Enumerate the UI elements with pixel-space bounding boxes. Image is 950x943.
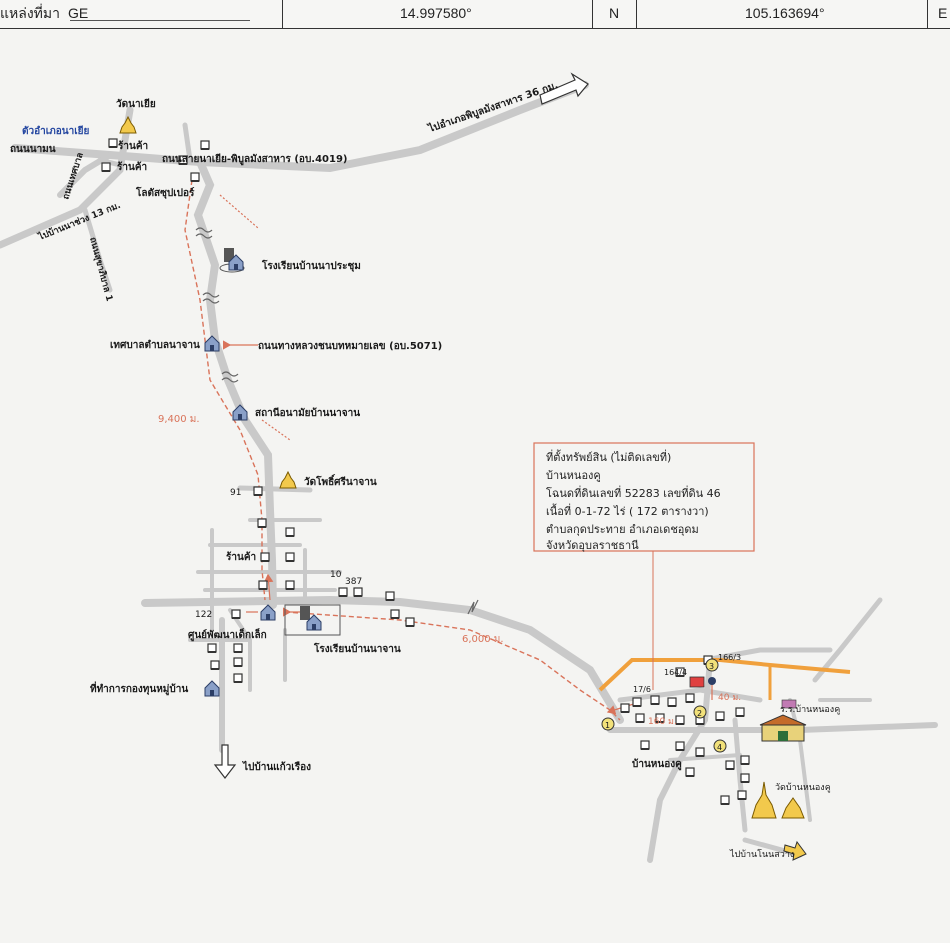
- label-shop-1: ร้านค้า: [118, 140, 148, 152]
- info-line-5: ตำบลกุดประทาย อำเภอเดชอุดม: [546, 523, 699, 536]
- marker-3: 3: [709, 662, 714, 671]
- label-wat-na-yia: วัดนาเยีย: [116, 98, 156, 110]
- location-pin-icon: [708, 677, 716, 685]
- label-num-387: 387: [345, 577, 362, 587]
- label-wat-nong-ku: วัดบ้านหนองคู: [775, 782, 831, 793]
- label-num-10: 10: [330, 570, 342, 580]
- label-village-fund: ที่ทำการกองทุนหมู่บ้าน: [90, 681, 188, 696]
- arrow-to-phibun-icon: [539, 72, 589, 105]
- property-marker-icon: [689, 676, 705, 688]
- school-na-chan-icon: [284, 604, 341, 636]
- marker-2: 2: [697, 709, 702, 718]
- label-child-center: ศูนย์พัฒนาเด็กเล็ก: [188, 627, 267, 642]
- label-num-122: 122: [195, 610, 212, 620]
- temple-icon: [119, 116, 137, 134]
- label-lotus: โลตัสซุปเปอร์: [135, 186, 195, 199]
- numbered-markers: 1 2 3 4: [601, 658, 727, 753]
- info-line-3: โฉนดที่ดินเลขที่ 52283 เลขที่ดิน 46: [546, 485, 721, 500]
- latitude-direction: N: [609, 5, 620, 21]
- health-station-icon: [232, 404, 248, 421]
- temple-nong-ku-icon: [751, 781, 805, 819]
- label-thanon-na-mon: ถนนนามน: [10, 144, 56, 155]
- label-dist-160: 160 ม.: [648, 717, 677, 727]
- arrow-to-non-sawang-icon: [783, 840, 807, 861]
- header-divider: [636, 0, 637, 28]
- label-school-na-prachum: โรงเรียนบ้านนาประชุม: [261, 259, 361, 272]
- school-nong-ku-icon: [759, 699, 807, 742]
- info-line-2: บ้านหนองคู: [546, 469, 601, 482]
- source-underline: [70, 20, 250, 21]
- label-road-5071: ถนนทางหลวงชนบทหมายเลข (อบ.5071): [258, 341, 442, 352]
- label-dist-40: 40 ม.: [718, 693, 741, 703]
- label-road-left-2: ถนนสุขาภิบาล 1: [87, 236, 115, 303]
- header-divider: [927, 0, 928, 28]
- label-school-na-chan: โรงเรียนบ้านนาจาน: [313, 642, 401, 655]
- village-fund-icon: [204, 680, 220, 697]
- label-shop-2: ร้านค้า: [117, 161, 147, 173]
- source-label: แหล่งที่มา: [0, 5, 60, 21]
- label-to-non-sawang: ไปบ้านโนนสว่าง: [729, 849, 794, 860]
- label-dist-9400: 9,400 ม.: [158, 414, 200, 425]
- property-boundary: [598, 658, 851, 692]
- label-school-nong-ku: ร.ร.บ้านหนองคู: [780, 704, 840, 715]
- label-to-kaeo-rueang: ไปบ้านแก้วเรือง: [242, 760, 311, 773]
- label-num-164-4: 164/4: [664, 668, 687, 677]
- source-value: GE: [68, 5, 89, 21]
- header-bar: แหล่งที่มา GE 14.997580° N 105.163694° E: [0, 0, 950, 29]
- temple-icon: [279, 471, 297, 489]
- label-dist-6000: 6,000 ม.: [462, 634, 504, 645]
- label-num-17-6: 17/6: [633, 685, 651, 694]
- label-amphoe-na-yia: ตัวอำเภอนาเยีย: [22, 125, 89, 137]
- label-wat-pho-si: วัดโพธิ์ศรีนาจาน: [304, 474, 377, 488]
- school-icon: [219, 248, 245, 273]
- longitude-value: 105.163694°: [745, 5, 825, 21]
- latitude-value: 14.997580°: [400, 5, 472, 21]
- label-to-phibun: ไปอำเภอพิบูลมังสาหาร 36 กม.: [426, 78, 560, 136]
- header-divider: [282, 0, 283, 28]
- arrow-down-icon: [213, 744, 237, 779]
- label-num-166-3: 166/3: [718, 653, 741, 662]
- label-num-91: 91: [230, 488, 241, 498]
- info-line-1: ที่ตั้งทรัพย์สิน (ไม่ติดเลขที่): [546, 449, 671, 464]
- label-tessaban: เทศบาลตำบลนาจาน: [110, 339, 200, 351]
- location-map: ที่ตั้งทรัพย์สิน (ไม่ติดเลขที่) บ้านหนอง…: [0, 72, 938, 863]
- header-divider: [592, 0, 593, 28]
- property-info-box: ที่ตั้งทรัพย์สิน (ไม่ติดเลขที่) บ้านหนอง…: [533, 442, 755, 690]
- road-network: [0, 81, 938, 863]
- label-health-station: สถานีอนามัยบ้านนาจาน: [255, 407, 360, 419]
- marker-4: 4: [717, 743, 722, 752]
- label-shop-3: ร้านค้า: [226, 551, 256, 563]
- label-ban-nong-ku: บ้านหนองคู: [632, 758, 682, 771]
- info-line-6: จังหวัดอุบลราชธานี: [546, 539, 639, 552]
- road-break-marks: [195, 227, 479, 615]
- marker-1: 1: [605, 721, 610, 730]
- info-line-4: เนื้อที่ 0-1-72 ไร่ ( 172 ตารางวา): [546, 503, 709, 518]
- label-road-4019: ถนนสายนาเยีย-พิบูลมังสาหาร (อบ.4019): [162, 153, 348, 166]
- longitude-direction: E: [938, 5, 948, 21]
